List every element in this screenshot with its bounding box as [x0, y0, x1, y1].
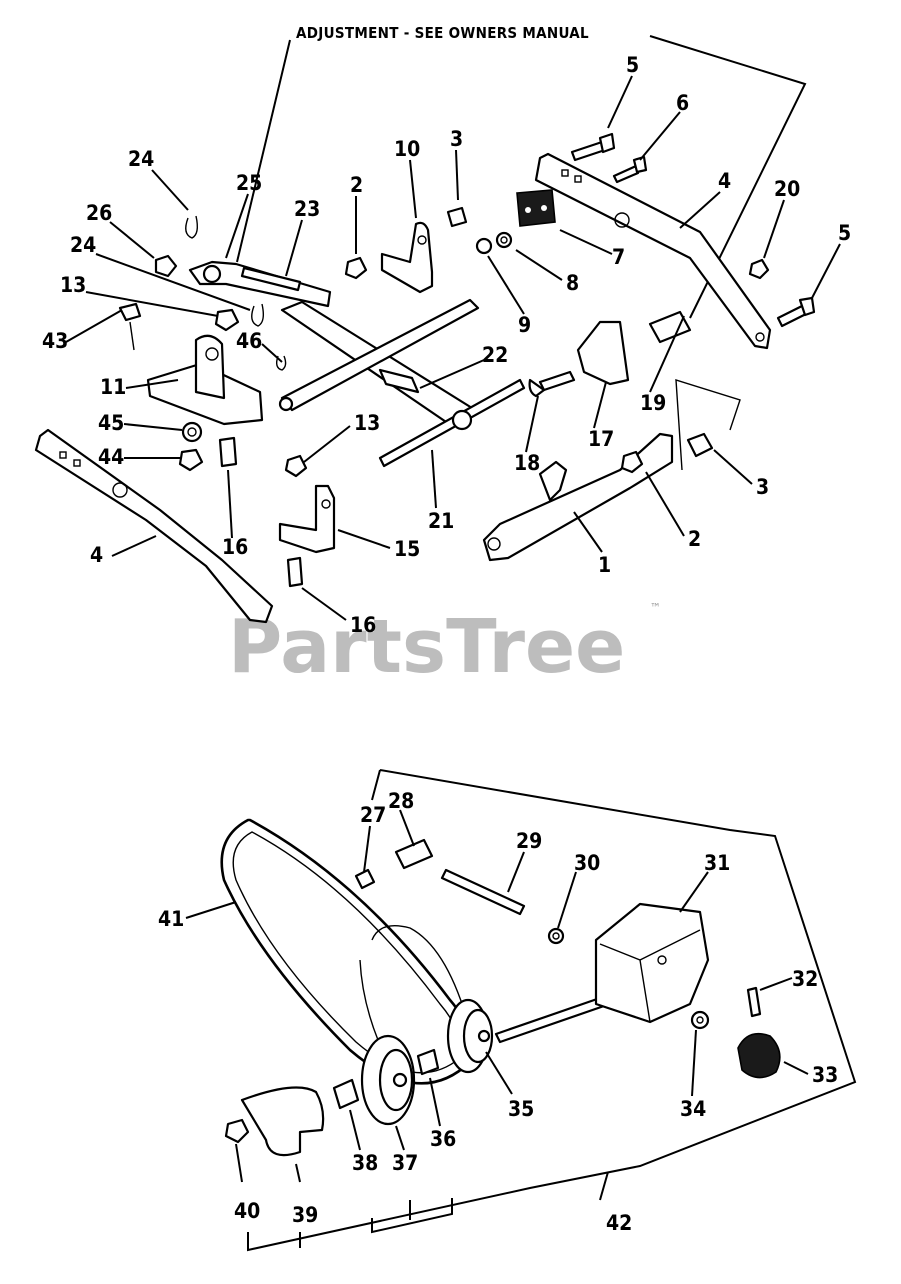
callout-label: 8	[566, 271, 579, 295]
callout-label: 33	[812, 1063, 838, 1087]
callout-label: 45	[98, 411, 124, 435]
callout-label: 46	[236, 329, 262, 353]
callout-label: 18	[514, 451, 540, 475]
watermark: PartsTree ™	[228, 601, 661, 690]
callout-label: 11	[100, 375, 126, 399]
callout-label: 34	[680, 1097, 706, 1121]
callout-label: 32	[792, 967, 818, 991]
callout-label: 22	[482, 343, 508, 367]
callout-label: 9	[518, 313, 531, 337]
callout-label: 43	[42, 329, 68, 353]
callout-label: 1	[598, 553, 611, 577]
callout-label: 15	[394, 537, 420, 561]
callout-label: 29	[516, 829, 542, 853]
callout-label: 39	[292, 1203, 318, 1227]
heading-leader-left	[236, 39, 291, 263]
callout-label: 25	[236, 171, 262, 195]
callout-label: 40	[234, 1199, 260, 1223]
callout-label: 26	[86, 201, 112, 225]
callout-label: 23	[294, 197, 320, 221]
callout-label: 6	[676, 91, 689, 115]
callout-label: 13	[60, 273, 86, 297]
callout-label: 28	[388, 789, 414, 813]
callout-label: 17	[588, 427, 614, 451]
callout-label: 37	[392, 1151, 418, 1175]
callout-label: 38	[352, 1151, 378, 1175]
svg-text:™: ™	[650, 601, 661, 615]
callout-label: 4	[90, 543, 103, 567]
callout-label: 36	[430, 1127, 456, 1151]
callout-labels: 5 6 10 3 4 20 5 24 25 23 2 26 7 8 9 24 1…	[42, 53, 851, 1235]
callout-label: 4	[718, 169, 731, 193]
callout-label: 10	[394, 137, 420, 161]
upper-assembly	[34, 132, 816, 624]
callout-label: 44	[98, 445, 124, 469]
callout-label: 19	[640, 391, 666, 415]
callout-label: 3	[450, 127, 463, 151]
callout-label: 24	[70, 233, 96, 257]
lower-assembly	[220, 769, 857, 1252]
callout-label: 5	[838, 221, 851, 245]
callout-label: 16	[222, 535, 248, 559]
callout-label: 24	[128, 147, 154, 171]
callout-label: 30	[574, 851, 600, 875]
callout-label: 20	[774, 177, 800, 201]
callout-label: 2	[688, 527, 701, 551]
callout-label: 42	[606, 1211, 632, 1235]
callout-label: 31	[704, 851, 730, 875]
callout-label: 27	[360, 803, 386, 827]
adjustment-heading: ADJUSTMENT - SEE OWNERS MANUAL	[296, 24, 589, 42]
callout-label: 13	[354, 411, 380, 435]
heading-leader-right	[649, 35, 807, 319]
svg-text:PartsTree: PartsTree	[228, 604, 625, 690]
callout-label: 7	[612, 245, 625, 269]
callout-label: 3	[756, 475, 769, 499]
callout-label: 2	[350, 173, 363, 197]
callout-label: 16	[350, 613, 376, 637]
callout-label: 41	[158, 907, 184, 931]
callout-label: 21	[428, 509, 454, 533]
leader-lines	[65, 75, 841, 1248]
callout-label: 35	[508, 1097, 534, 1121]
callout-label: 5	[626, 53, 639, 77]
